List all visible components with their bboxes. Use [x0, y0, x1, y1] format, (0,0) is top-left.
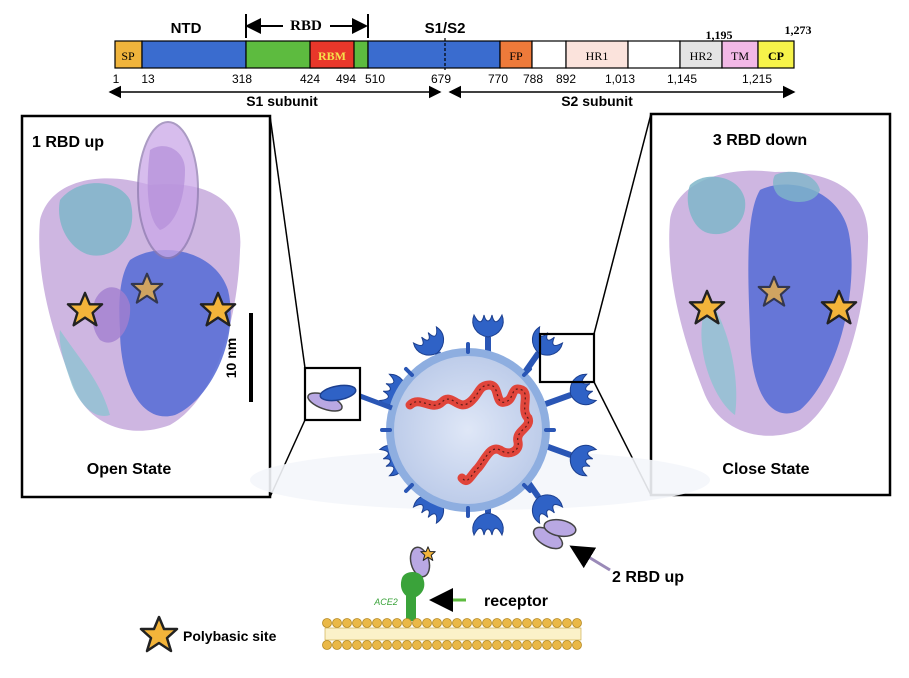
segment-ntd — [141, 40, 247, 69]
membrane-bottom-row — [322, 640, 582, 650]
ntd-label: NTD — [171, 20, 202, 37]
pos-1: 1 — [113, 72, 120, 86]
open-state-caption: Open State — [87, 461, 172, 478]
virus-particle — [250, 314, 710, 578]
pos-1273: 1,273 — [785, 23, 812, 37]
zoom-box-right — [538, 332, 596, 384]
pos-510: 510 — [365, 72, 385, 86]
pos-770: 770 — [488, 72, 508, 86]
s1-subunit-label: S1 subunit — [246, 93, 318, 109]
segment-hr1-label: HR1 — [586, 49, 609, 63]
rbd-up-spike-bottom-right — [532, 518, 577, 550]
pos-1013: 1,013 — [605, 72, 635, 86]
segment-cp-label: CP — [768, 49, 784, 63]
segment-hr1 — [565, 40, 629, 69]
receptor-label: receptor — [484, 593, 548, 610]
rbd-up-pointer-arrow — [569, 545, 611, 572]
segment-linker-1 — [531, 40, 567, 69]
segment-rbm-label: RBM — [318, 49, 346, 63]
open-state-panel: 1 RBD up 10 nm Open State — [20, 114, 272, 499]
segment-linker-2 — [627, 40, 681, 69]
legend: Polybasic site — [139, 615, 277, 653]
zoom-box-left — [303, 366, 362, 422]
rbd-up-spike-left — [307, 384, 393, 412]
pos-1215: 1,215 — [742, 72, 772, 86]
segment-cp — [757, 40, 795, 69]
s2-subunit-label: S2 subunit — [561, 93, 633, 109]
s1s2-label: S1/S2 — [425, 20, 466, 37]
segment-tm — [721, 40, 759, 69]
pos-788: 788 — [523, 72, 543, 86]
pos-318: 318 — [232, 72, 252, 86]
close-state-panel: 3 RBD down Close State — [649, 112, 892, 497]
polybasic-site-legend-star — [139, 615, 179, 653]
polybasic-site-legend-label: Polybasic site — [183, 628, 277, 644]
rbd-label: RBD — [290, 18, 322, 34]
pos-494: 494 — [336, 72, 356, 86]
pos-424: 424 — [300, 72, 320, 86]
close-state-title: 3 RBD down — [713, 132, 807, 149]
pos-1195: 1,195 — [706, 28, 733, 42]
pos-679: 679 — [431, 72, 451, 86]
segment-hr2-label: HR2 — [690, 49, 713, 63]
zoom-line-left-top — [269, 115, 306, 369]
domain-bar: NTD RBD S1/S2 1,195 1,273 SP RBM FP HR1 … — [108, 14, 812, 109]
two-rbd-up-label: 2 RBD up — [612, 569, 684, 586]
segment-s1-rest — [367, 40, 501, 69]
close-state-caption: Close State — [722, 461, 809, 478]
ace2-label: ACE2 — [373, 597, 398, 607]
pos-1145: 1,145 — [667, 72, 697, 86]
ace2-receptor: ACE2 — [373, 572, 425, 621]
membrane-tails — [324, 627, 582, 641]
cell-membrane — [322, 618, 582, 650]
open-state-title: 1 RBD up — [32, 134, 104, 151]
segment-fp-label: FP — [509, 49, 523, 63]
pos-13: 13 — [141, 72, 155, 86]
zoom-line-right-top — [593, 113, 652, 335]
rbd-up-spike-bottom — [409, 546, 436, 578]
envelope-studs — [380, 342, 556, 518]
scale-bar-label: 10 nm — [223, 338, 239, 378]
segment-rbm — [309, 40, 355, 69]
close-state-protein-structure — [669, 170, 869, 436]
segment-sp — [114, 40, 143, 69]
segment-sp-label: SP — [121, 49, 135, 63]
pos-892: 892 — [556, 72, 576, 86]
membrane-top-row — [322, 618, 582, 628]
segment-tm-label: TM — [731, 49, 749, 63]
